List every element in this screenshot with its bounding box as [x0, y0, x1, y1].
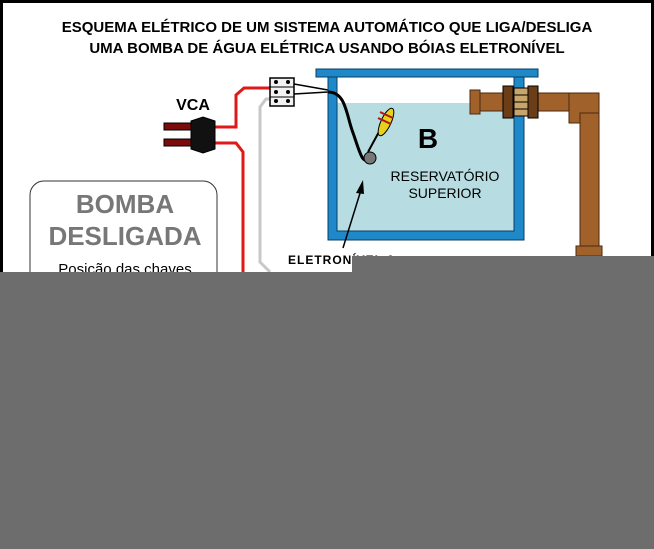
title-line-1: ESQUEMA ELÉTRICO DE UM SISTEMA AUTOMÁTIC…: [62, 19, 593, 36]
title-line-2: UMA BOMBA DE ÁGUA ELÉTRICA USANDO BÓIAS …: [89, 39, 564, 57]
power-plug-icon: [163, 116, 216, 154]
tank-name-line-1: RESERVATÓRIO: [391, 168, 500, 184]
wire-terminal-to-tank-1: [293, 83, 329, 91]
sensor-arrow-icon: [342, 180, 364, 249]
tank-name-line-2: SUPERIOR: [408, 185, 481, 201]
status-line-2: DESLIGADA: [48, 221, 201, 251]
occluded-region: [0, 256, 654, 549]
tank-lid: [315, 68, 539, 78]
tank-water: [337, 103, 514, 231]
float-sensor-icon: [363, 107, 395, 165]
terminal-block: [269, 77, 295, 107]
tank-letter: B: [418, 123, 438, 154]
red-wire-down: [215, 141, 245, 272]
red-wire-top: [215, 86, 276, 129]
wire-terminal-to-tank-2: [293, 91, 329, 95]
status-line-1: BOMBA: [76, 189, 174, 219]
tank-walls: [327, 76, 525, 241]
vca-label: VCA: [176, 97, 210, 114]
